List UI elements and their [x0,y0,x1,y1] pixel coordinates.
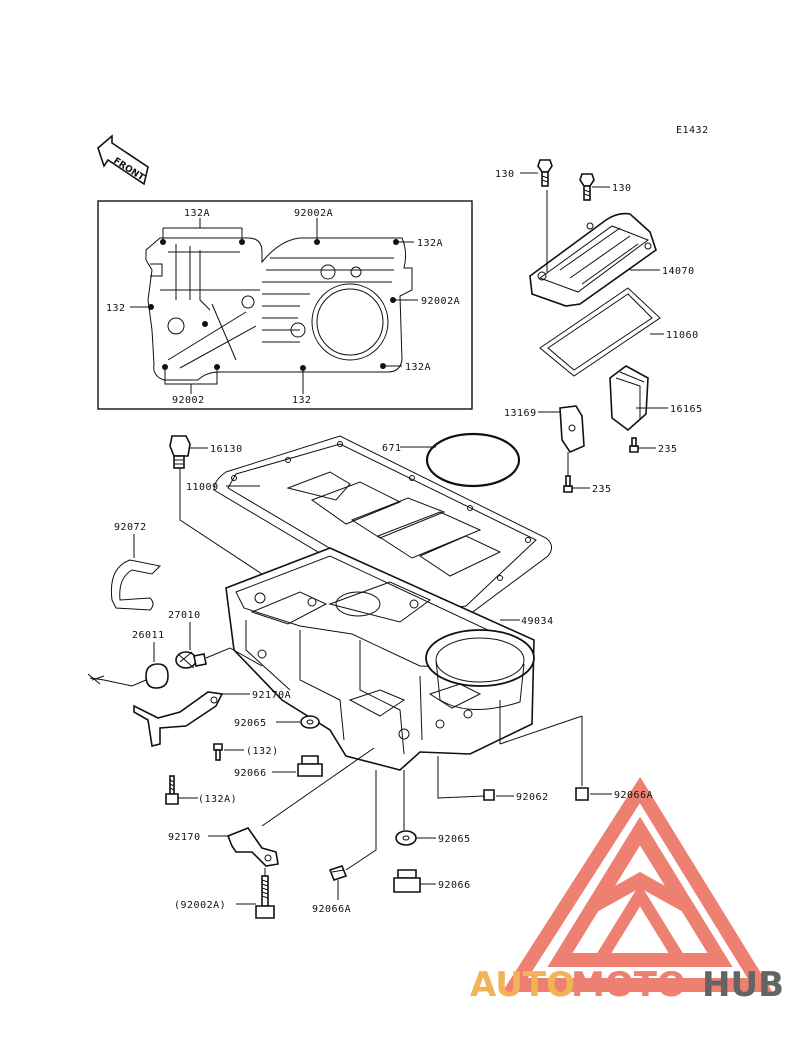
watermark-hub: HUB [702,965,784,1005]
label-92066-b: 92066 [438,880,471,891]
label-235-b: 235 [592,484,612,495]
label-49034: 49034 [521,616,554,627]
watermark-auto: AUTO [470,965,575,1005]
label-92066a-b: 92066A [312,904,351,915]
label-130-a: 130 [495,169,515,180]
label-132-paren: (132) [246,746,279,757]
label-27010: 27010 [168,610,201,621]
label-132a-paren: (132A) [198,794,237,805]
bolt-132: (132) [213,743,279,761]
inset-label-92002a-right: 92002A [421,296,460,307]
inset-label-92002a-top: 92002A [294,208,333,219]
inset-label-132a-right: 132A [417,238,443,249]
inset-bolt-pattern: 132A 92002A 132A 132 92002A 132A 92002 1… [97,200,473,410]
o-ring-671: 671 [382,432,521,488]
label-16130: 16130 [210,444,243,455]
label-26011: 26011 [132,630,165,641]
label-92170: 92170 [168,832,201,843]
breather-cover-assembly: 130 130 14070 11060 16165 13169 235 235 [495,159,703,495]
plug-92066-b: 92066 [393,869,471,893]
label-92062: 92062 [516,792,549,803]
front-arrow-icon: FRONT [97,134,149,186]
diagram-code: E1432 [676,125,709,136]
inset-label-132-bottom: 132 [292,395,312,406]
plug-92066a-a: 92066A [499,715,653,801]
inset-label-92002-bottom: 92002 [172,395,205,406]
label-92002a-paren: (92002A) [174,900,226,911]
inset-label-132a-bottom-right: 132A [405,362,431,373]
label-235-a: 235 [658,444,678,455]
bolt-92002a: (92002A) [174,868,275,919]
sensor-16130: 16130 [169,435,263,575]
washer-92065-a: 92065 [234,715,320,729]
label-92066-a: 92066 [234,768,267,779]
label-92065-b: 92065 [438,834,471,845]
oil-pan-49034: 49034 [225,547,554,771]
label-92170a: 92170A [252,690,291,701]
label-11009: 11009 [186,482,219,493]
label-11060: 11060 [666,330,699,341]
bracket-92170a: 92170A [133,690,291,747]
washer-92065-b: 92065 [395,770,471,846]
label-92072: 92072 [114,522,147,533]
inset-label-132-left: 132 [106,303,126,314]
label-14070: 14070 [662,266,695,277]
label-92065-a: 92065 [234,718,267,729]
pin-92062: 92062 [437,756,549,803]
oil-pan-gasket: 11009 [186,435,552,621]
label-92066a-a: 92066A [614,790,653,801]
plug-92066a-b: 92066A [312,770,377,915]
label-671: 671 [382,443,402,454]
watermark-triangle-icon [502,776,773,992]
switch-27010: 27010 [168,610,263,669]
label-130-b: 130 [612,183,632,194]
inset-label-132a-top: 132A [184,208,210,219]
bolt-132a: (132A) [165,775,237,805]
watermark-logo: AUTO MOTO HUB [470,776,784,1005]
label-16165: 16165 [670,404,703,415]
bracket-92170: 92170 [168,747,375,867]
plug-92066-a: 92066 [234,755,323,779]
label-13169: 13169 [504,408,537,419]
lead-26011: 26011 [87,630,169,689]
band-92072: 92072 [110,522,162,611]
watermark-moto: MOTO [571,965,686,1005]
